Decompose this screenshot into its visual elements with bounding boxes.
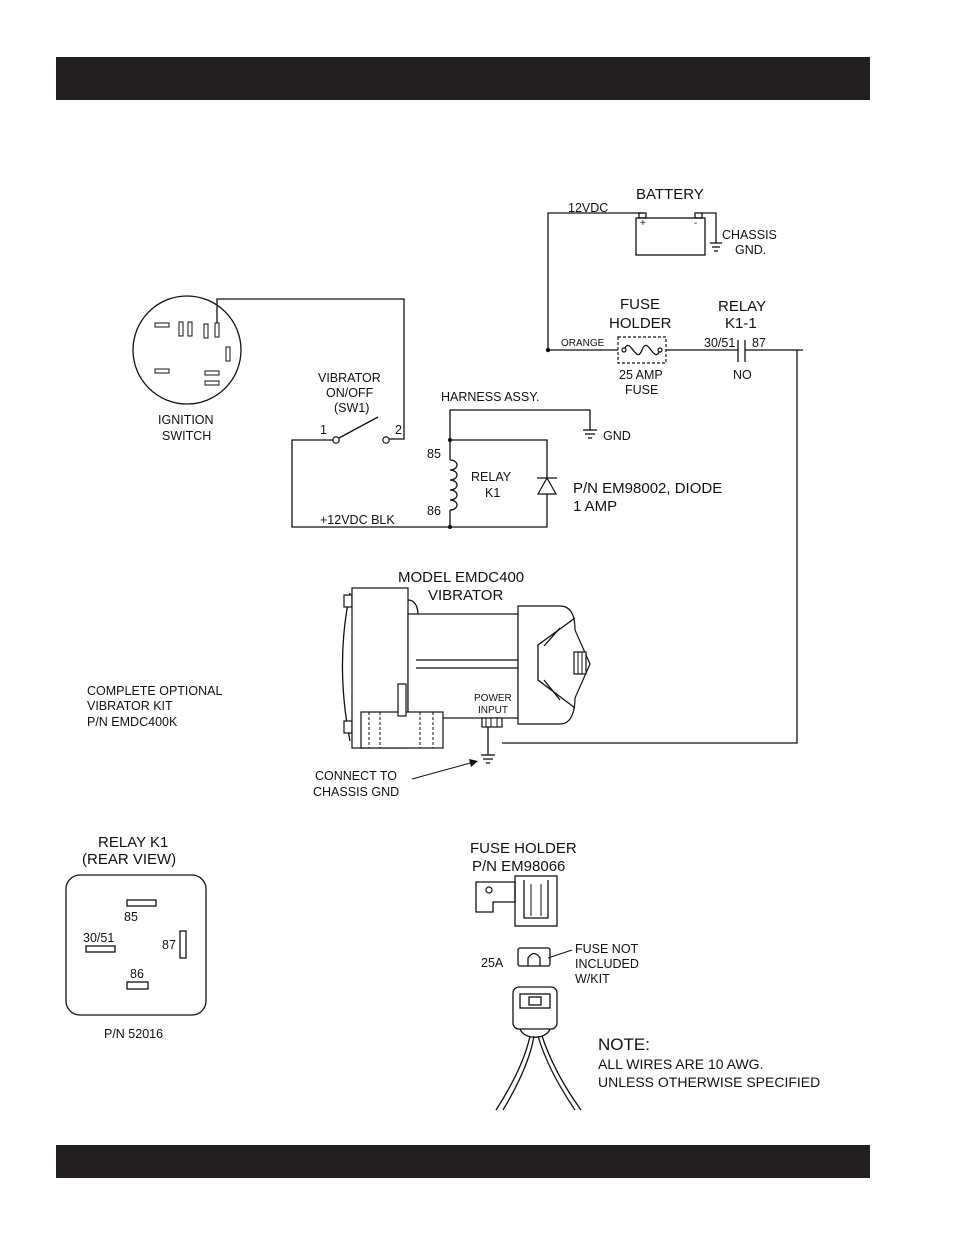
rear-87-label: 87: [162, 938, 176, 952]
rear-view-title-2: (REAR VIEW): [82, 851, 176, 868]
chassis-gnd-label-1: CHASSIS: [722, 228, 777, 242]
ignition-switch: [132, 295, 242, 405]
battery-minus: -: [694, 218, 697, 229]
diode-label-1: P/N EM98002, DIODE: [573, 480, 722, 497]
rear-pn-label: P/N 52016: [104, 1027, 163, 1041]
fuse-symbol: [623, 344, 661, 356]
fuse-not-leader: [547, 949, 573, 959]
gnd-label: GND: [603, 429, 631, 443]
harness-ground-wire: [449, 409, 591, 440]
kit-label-3: P/N EMDC400K: [87, 715, 178, 729]
pin-3051-label: 30/51: [704, 336, 735, 350]
chassis-ground-icon: [710, 242, 722, 252]
connect-label-2: CHASSIS GND: [313, 785, 399, 799]
diode-symbol: [536, 476, 558, 495]
kit-label-1: COMPLETE OPTIONAL: [87, 684, 222, 698]
vib-switch-label-2: ON/OFF: [326, 386, 374, 400]
no-label: NO: [733, 368, 752, 382]
pin-85-label: 85: [427, 447, 441, 461]
fuse-not-label-1: FUSE NOT: [575, 942, 639, 956]
power-input-label-2: INPUT: [478, 705, 508, 716]
connect-label-1: CONNECT TO: [315, 769, 397, 783]
rear-pin-3051: [85, 945, 116, 953]
note-line-2: UNLESS OTHERWISE SPECIFIED: [598, 1074, 820, 1090]
fuse-25a-icon: [517, 947, 551, 967]
battery: + -: [635, 212, 706, 256]
vibrator-drawing: [341, 587, 591, 749]
rear-pin-85: [126, 899, 157, 907]
chassis-gnd-label-2: GND.: [735, 243, 766, 257]
note-title: NOTE:: [598, 1035, 650, 1054]
connect-arrow-head: [469, 759, 478, 767]
battery-ground-wire: [702, 212, 717, 243]
sw-pin1-label: 1: [320, 423, 327, 437]
fuse-not-label-2: INCLUDED: [575, 957, 639, 971]
12vdc-wire: [547, 212, 643, 350]
vibrator-switch: [332, 416, 390, 444]
fuse-holder-cap: [475, 875, 558, 927]
orange-label: ORANGE: [561, 338, 605, 349]
rear-pin-86: [126, 981, 149, 990]
rear-3051-label: 30/51: [83, 931, 114, 945]
connect-arrow-line: [411, 761, 475, 780]
power-output-wire: [502, 350, 798, 744]
relay-rear-body: [65, 874, 207, 1016]
footer-bar: [56, 1145, 870, 1178]
12vdc-label: 12VDC: [568, 201, 608, 215]
relay-k11-label-2: K1-1: [725, 315, 757, 332]
relay-coil: [449, 459, 458, 511]
pin-87-label: 87: [752, 336, 766, 350]
relay-k1-label-2: K1: [485, 486, 500, 500]
vibrator-ground-icon: [481, 754, 495, 764]
fh-title-2: P/N EM98066: [472, 858, 565, 875]
harness-label: HARNESS ASSY.: [441, 390, 539, 404]
fh-title-1: FUSE HOLDER: [470, 840, 577, 857]
sw-pin2-label: 2: [395, 423, 402, 437]
ignition-wire: [216, 298, 405, 440]
fuse-holder-label-2: HOLDER: [609, 315, 672, 332]
model-label-2: VIBRATOR: [428, 587, 503, 604]
diode-label-2: 1 AMP: [573, 498, 617, 515]
battery-plus: +: [640, 218, 646, 229]
kit-label-2: VIBRATOR KIT: [87, 699, 173, 713]
power-input-label-1: POWER: [474, 693, 512, 704]
relay-k1-label-1: RELAY: [471, 470, 512, 484]
relay-k11-label-1: RELAY: [718, 298, 766, 315]
vib-switch-label-1: VIBRATOR: [318, 371, 381, 385]
blk-label: +12VDC BLK: [320, 513, 395, 527]
rear-85-label: 85: [124, 910, 138, 924]
note-line-1: ALL WIRES ARE 10 AWG.: [598, 1056, 763, 1072]
fuse-25amp-label-2: FUSE: [625, 383, 658, 397]
ignition-label-2: SWITCH: [162, 429, 211, 443]
fuse-25amp-label-1: 25 AMP: [619, 368, 663, 382]
vib-switch-label-3: (SW1): [334, 401, 369, 415]
fuse-not-label-3: W/KIT: [575, 972, 610, 986]
model-label-1: MODEL EMDC400: [398, 569, 524, 586]
battery-label: BATTERY: [636, 186, 704, 203]
fh-25a-label: 25A: [481, 956, 504, 970]
header-bar: [56, 57, 870, 100]
rear-86-label: 86: [130, 967, 144, 981]
rear-view-title-1: RELAY K1: [98, 834, 168, 851]
ground-icon: [583, 429, 597, 439]
pin-86-label: 86: [427, 504, 441, 518]
fuse-holder-body: [495, 986, 582, 1111]
rear-pin-87: [179, 930, 187, 959]
fuse-holder-label-1: FUSE: [620, 296, 660, 313]
12vdc-blk-wire: [291, 439, 450, 528]
ignition-label-1: IGNITION: [158, 413, 214, 427]
